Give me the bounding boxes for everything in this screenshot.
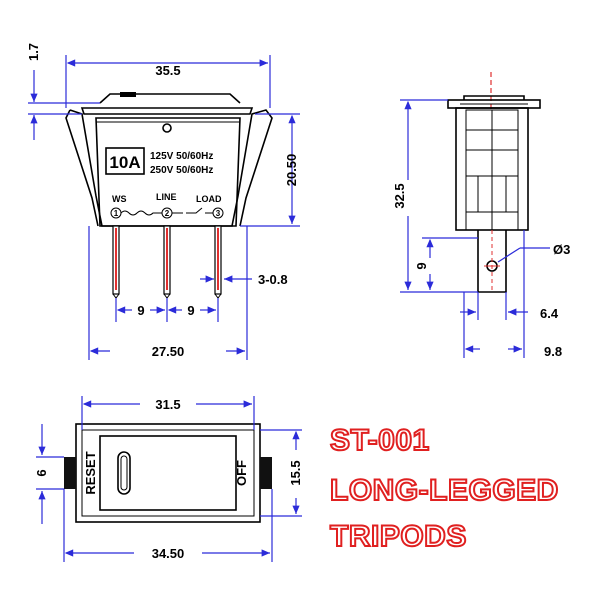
dim-hole-diameter: Ø3	[553, 242, 570, 257]
dim-front-height-left: 6	[34, 469, 49, 476]
dim-front-inner-width: 31.5	[155, 397, 180, 412]
label-off: OFF	[234, 460, 249, 486]
dim-top-height: 1.7	[26, 43, 41, 61]
front-view: 10A 125V 50/60Hz 250V 50/60Hz WS LINE LO…	[26, 43, 300, 360]
voltage-rating-1: 125V 50/60Hz	[150, 151, 213, 162]
dim-side-height: 32.5	[392, 183, 407, 208]
voltage-rating-2: 250V 50/60Hz	[150, 165, 213, 176]
title-line-2: LONG-LEGGED	[330, 474, 559, 507]
dim-front-height-right: 15.5	[288, 460, 303, 485]
dim-side-pin-width: 6.4	[540, 306, 559, 321]
pin-label-load: LOAD	[196, 194, 222, 204]
dim-top-width: 35.5	[155, 63, 180, 78]
label-reset: RESET	[83, 451, 98, 494]
side-view: 32.5 9 Ø3 6.4 9.8	[392, 72, 570, 359]
pin-number-3: 3	[216, 209, 221, 218]
dim-front-outer-width: 34.50	[152, 546, 185, 561]
dim-side-pin-offset: 9	[414, 262, 429, 269]
title-line-3: TRIPODS	[330, 520, 467, 553]
product-title: ST-001 LONG-LEGGED TRIPODS	[329, 423, 559, 554]
pin-label-ws: WS	[112, 194, 127, 204]
dim-side-depth: 9.8	[544, 344, 562, 359]
dim-body-height: 20.50	[284, 154, 299, 187]
top-view: RESET OFF 31.5 6 15.5 34.50	[34, 396, 303, 562]
dim-pin-pitch-left: 9	[137, 303, 144, 318]
pins	[112, 225, 222, 299]
pin-number-1: 1	[114, 209, 119, 218]
dim-base-width: 27.50	[152, 344, 185, 359]
title-model: ST-001	[330, 424, 430, 457]
dim-pin-pitch-right: 9	[187, 303, 194, 318]
dim-pin-width: 3-0.8	[258, 272, 288, 287]
pin-number-2: 2	[165, 209, 170, 218]
current-rating: 10A	[109, 153, 140, 172]
pin-label-line: LINE	[156, 192, 177, 202]
